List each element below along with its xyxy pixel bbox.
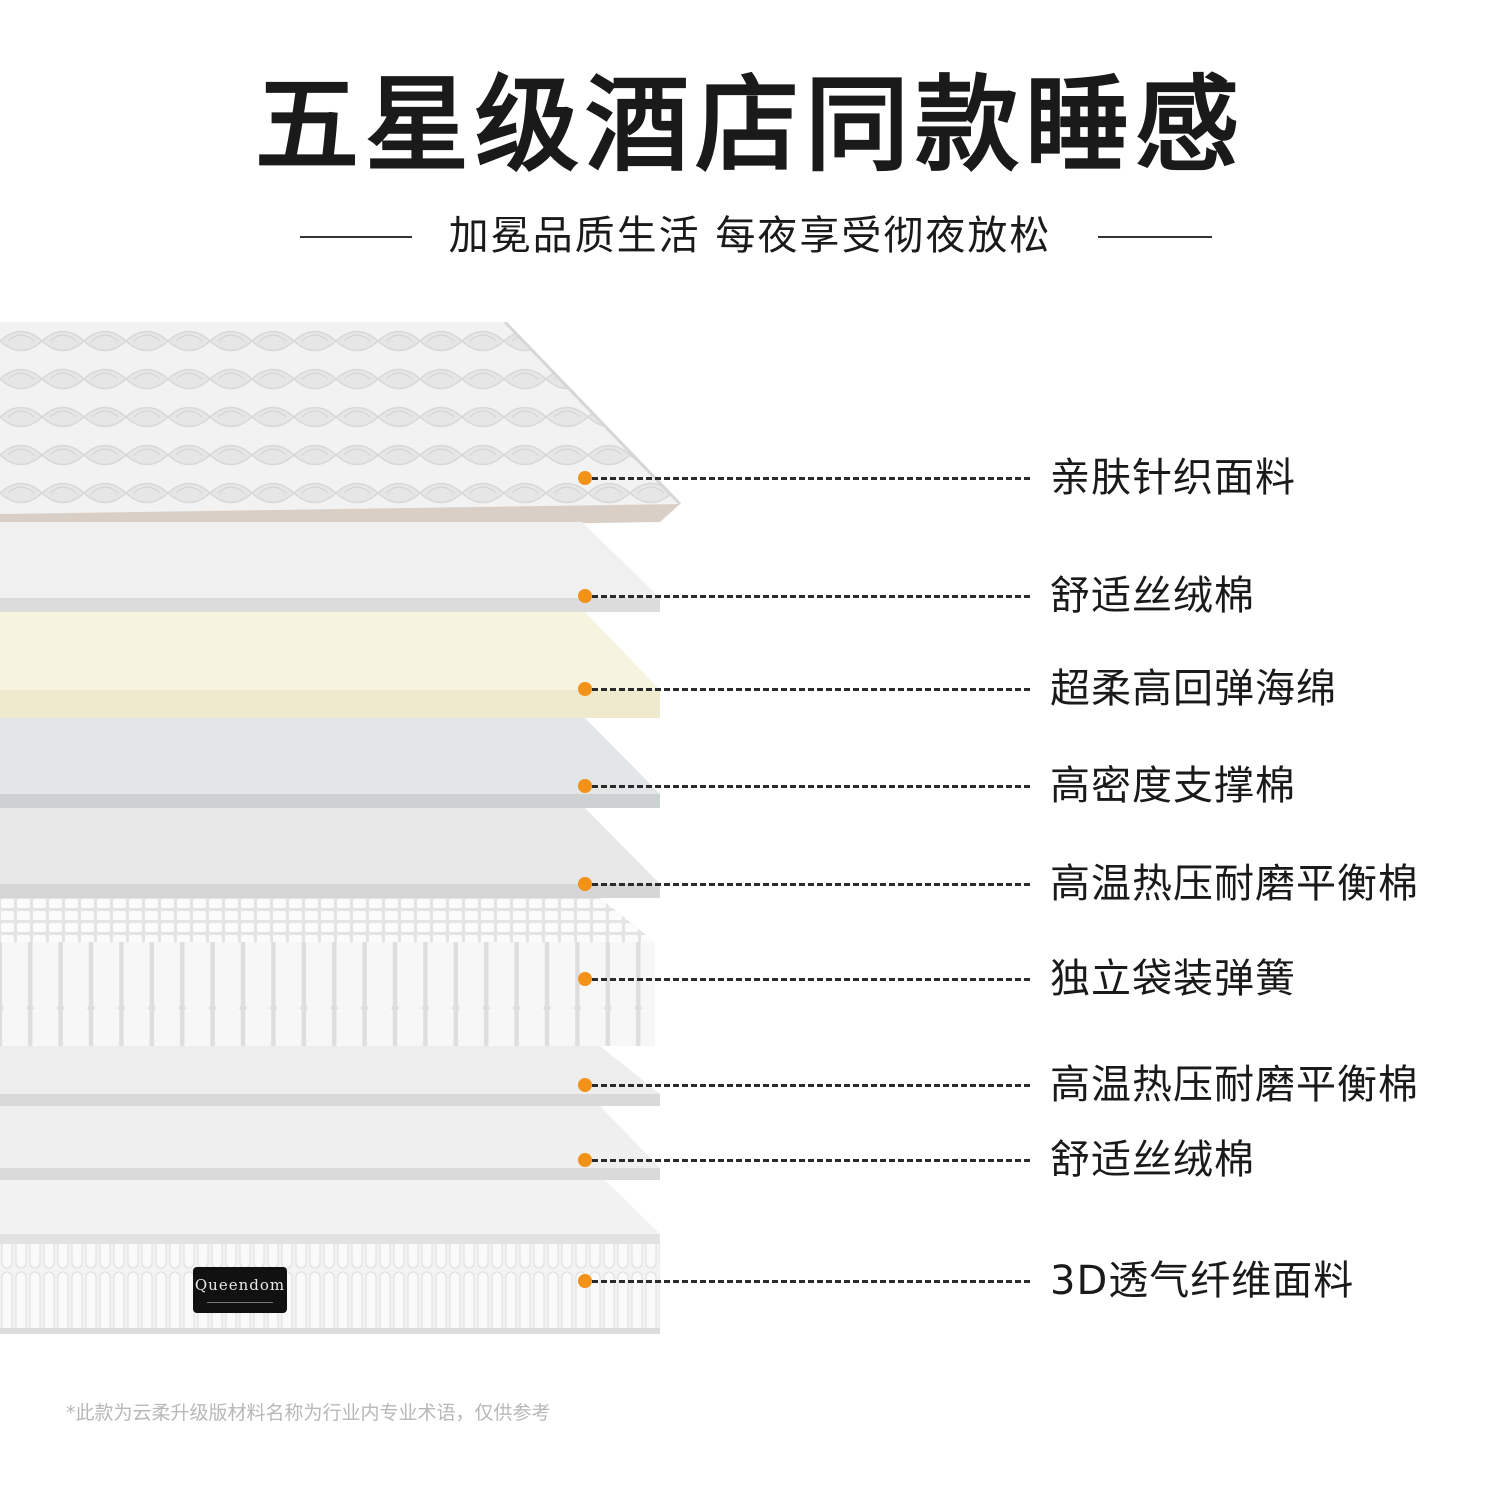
layer-velvet-cotton-bottom xyxy=(0,1106,665,1182)
leader-line xyxy=(592,978,1030,981)
layer-label: 独立袋装弹簧 xyxy=(1050,956,1296,1002)
layer-3d-fiber-border xyxy=(0,1180,665,1336)
subtitle: 加冕品质生活 每夜享受彻夜放松 xyxy=(448,213,1052,259)
layer-balance-cotton-bottom xyxy=(0,1046,665,1108)
marker-dot xyxy=(578,471,592,485)
leader-line xyxy=(592,785,1030,788)
layer-pocket-springs xyxy=(0,898,665,1050)
layer-balance-cotton-top xyxy=(0,808,665,900)
leader-line xyxy=(592,595,1030,598)
leader-line xyxy=(592,1280,1030,1283)
leader-line xyxy=(592,1159,1030,1162)
layer-label: 高温热压耐磨平衡棉 xyxy=(1050,1062,1419,1108)
leader-line xyxy=(592,477,1030,480)
layer-label: 舒适丝绒棉 xyxy=(1050,573,1255,619)
leader-line xyxy=(592,1084,1030,1087)
subtitle-left-rule xyxy=(300,236,412,238)
layer-label: 超柔高回弹海绵 xyxy=(1050,666,1337,712)
leader-line xyxy=(592,883,1030,886)
marker-dot xyxy=(578,1153,592,1167)
marker-dot xyxy=(578,682,592,696)
marker-dot xyxy=(578,589,592,603)
layer-label: 舒适丝绒棉 xyxy=(1050,1137,1255,1183)
subtitle-right-rule xyxy=(1098,236,1212,238)
layer-label: 高密度支撑棉 xyxy=(1050,763,1296,809)
layer-velvet-cotton-top xyxy=(0,522,665,614)
layer-label: 亲肤针织面料 xyxy=(1050,455,1296,501)
marker-dot xyxy=(578,972,592,986)
brand-logo-text: Queendom xyxy=(194,1276,286,1294)
layer-quilted-top xyxy=(0,322,690,534)
brand-logo-tag: Queendom xyxy=(193,1267,287,1313)
layer-support-cotton xyxy=(0,718,665,810)
subtitle-row: 加冕品质生活 每夜享受彻夜放松 xyxy=(0,208,1500,264)
marker-dot xyxy=(578,779,592,793)
marker-dot xyxy=(578,1078,592,1092)
leader-line xyxy=(592,688,1030,691)
marker-dot xyxy=(578,1274,592,1288)
layer-foam xyxy=(0,612,665,720)
page-title: 五星级酒店同款睡感 xyxy=(254,64,1245,186)
marker-dot xyxy=(578,877,592,891)
layer-label: 高温热压耐磨平衡棉 xyxy=(1050,861,1419,907)
disclaimer-footnote: *此款为云柔升级版材料名称为行业内专业术语，仅供参考 xyxy=(66,1402,551,1424)
layer-label: 3D透气纤维面料 xyxy=(1050,1258,1355,1304)
